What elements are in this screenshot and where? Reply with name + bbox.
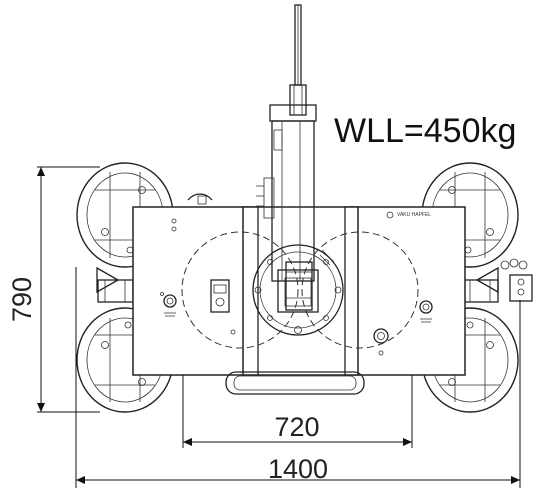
brand-label: VAKU HAPFEL (397, 212, 431, 218)
left-arm-bracket (96, 266, 134, 303)
bottom-handle (225, 371, 365, 395)
left-plate (132, 206, 261, 376)
central-body (181, 206, 419, 376)
dimension-inner-width-label: 720 (274, 412, 319, 442)
dimension-total-width-label: 1400 (268, 454, 328, 484)
dimension-inner-width (182, 375, 413, 448)
working-load-limit-label: WLL=450kg (334, 112, 516, 150)
right-arm-bracket (462, 266, 499, 303)
right-control-unit (500, 258, 533, 302)
right-plate: VAKU HAPFEL (344, 206, 466, 376)
dimension-height (37, 166, 100, 413)
dimension-total-width (75, 267, 521, 488)
hose-coupling-icon (187, 193, 213, 205)
dimension-height-label: 790 (7, 277, 37, 322)
lifting-mast (256, 4, 317, 311)
